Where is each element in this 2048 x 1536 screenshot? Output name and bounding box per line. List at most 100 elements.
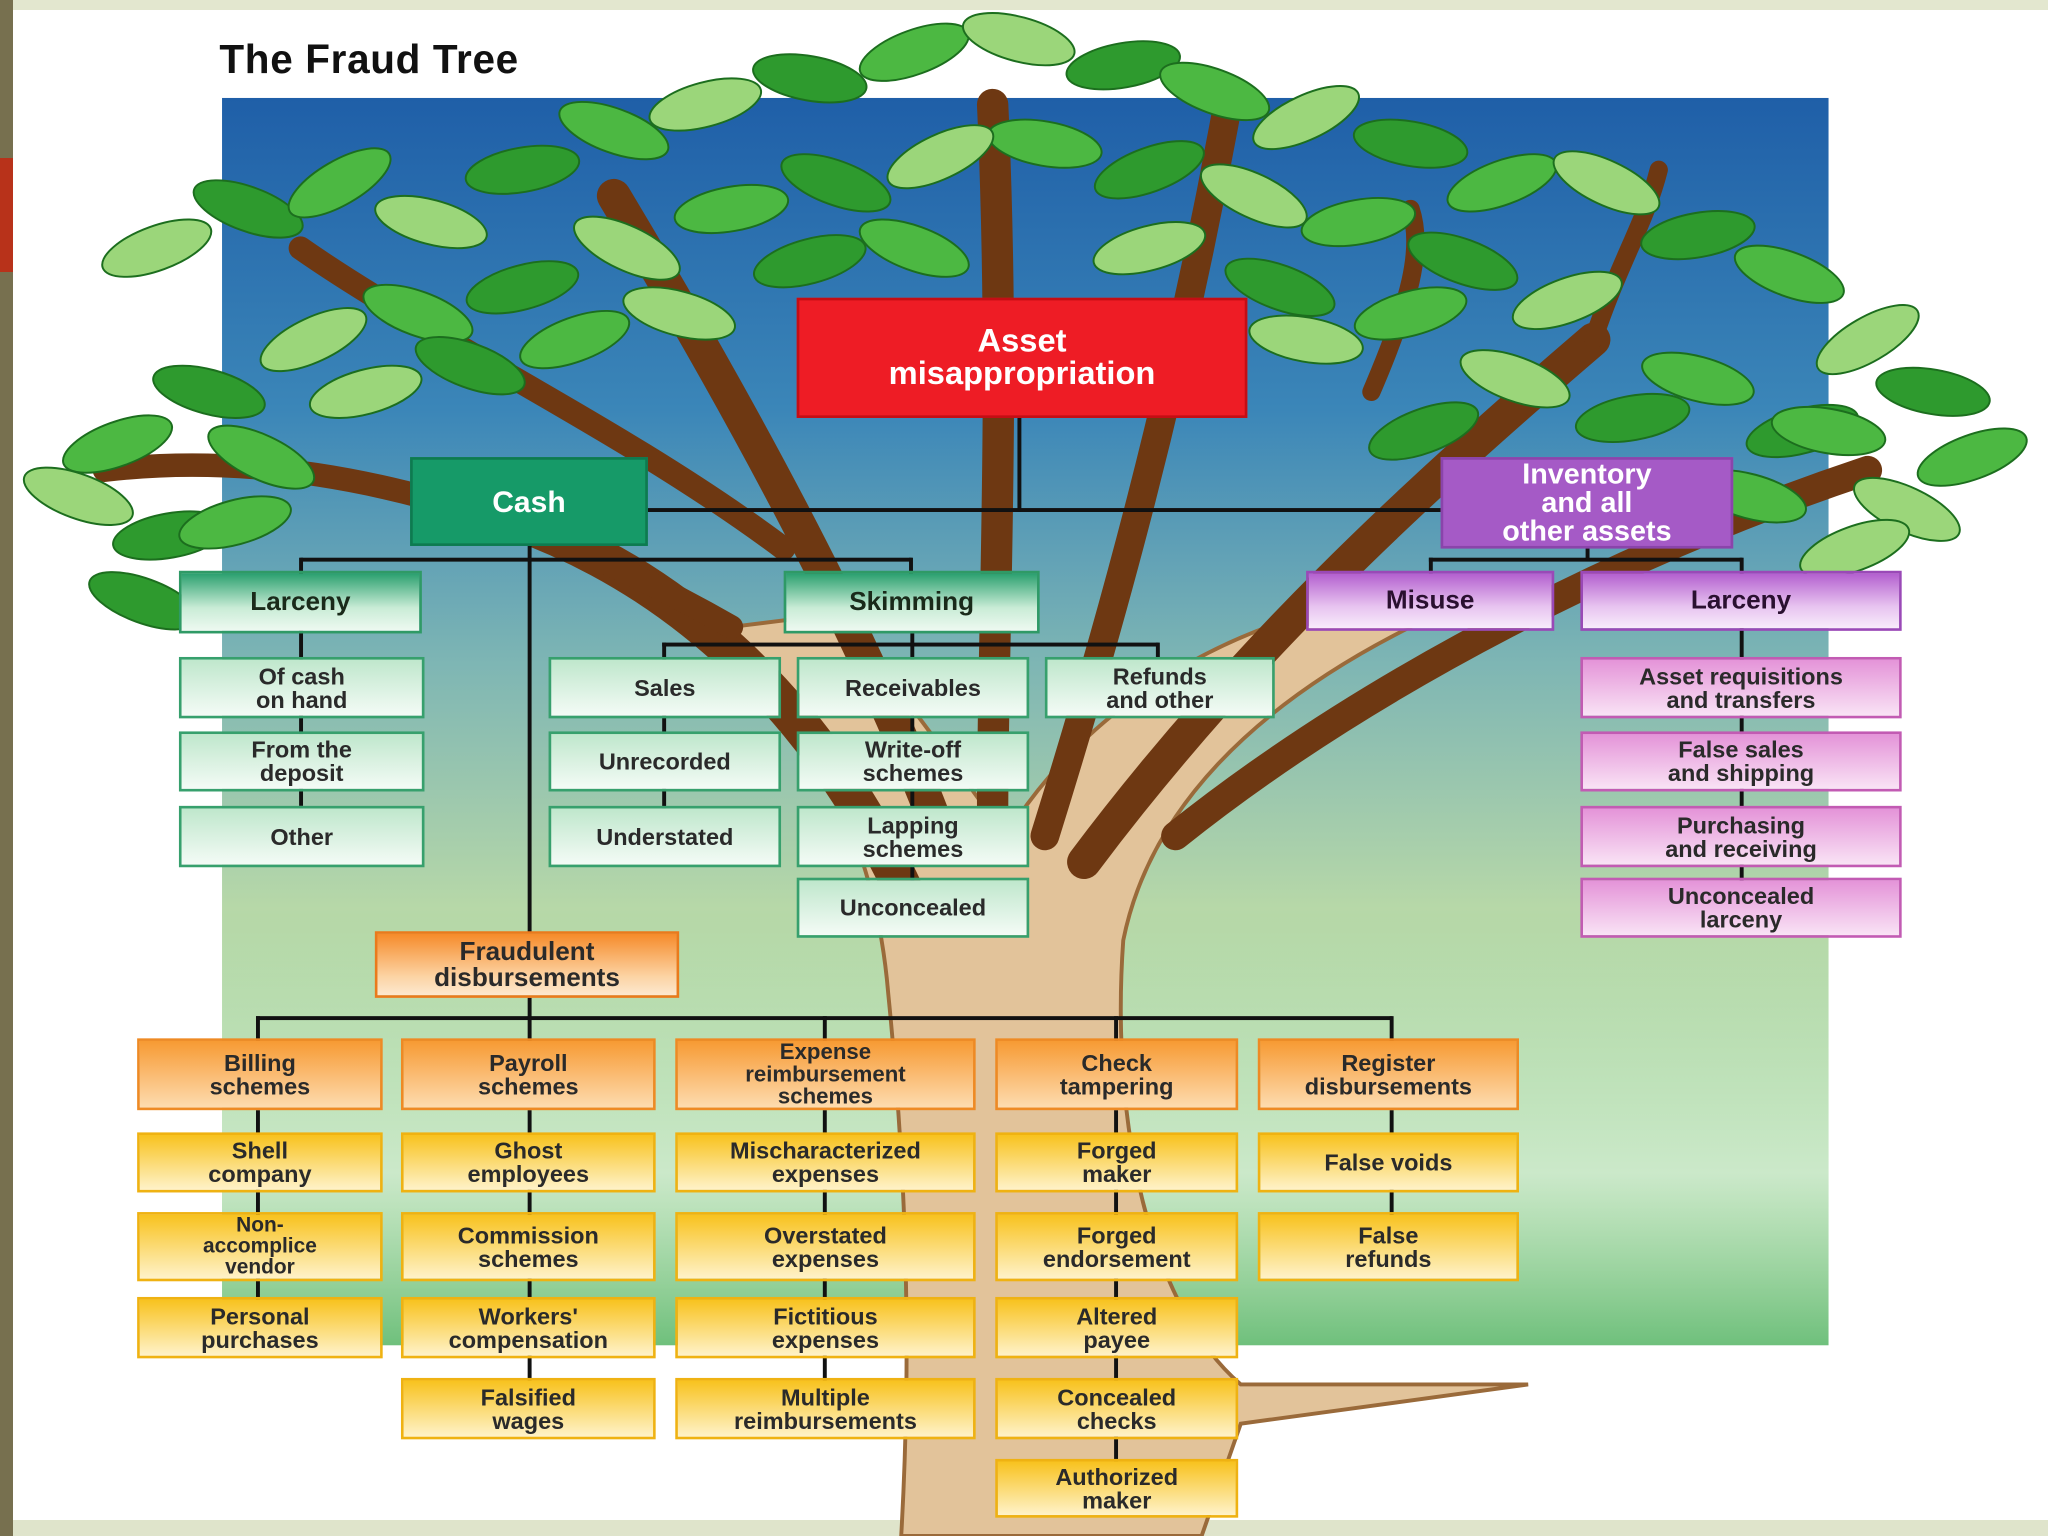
connector-line [255,1110,260,1307]
connector-line [527,997,532,1019]
connector-line [527,545,532,933]
node-disbursement-scheme: Ghost employees [400,1132,656,1193]
connector-line [822,1016,827,1043]
node-disbursement-category: Payroll schemes [400,1038,656,1111]
node-receivables: Receivables [796,656,1030,719]
leaf-icon [1815,304,1920,376]
node-disbursement-scheme: Concealed checks [995,1377,1239,1440]
leaf-icon [1511,270,1623,331]
node-disbursement-category: Expense reimbursement schemes [675,1038,976,1111]
node-disbursement-scheme: Multiple reimbursements [675,1377,976,1440]
leaf-icon [1641,351,1755,406]
leaf-icon [1733,244,1845,304]
connector-line [647,508,1441,512]
node-disbursement-scheme: Non- accomplice vendor [137,1212,383,1282]
connector-line [1739,557,1744,882]
connector-line [1114,1110,1119,1476]
node-disbursement-scheme: Overstated expenses [675,1212,976,1282]
leaf-icon [1352,118,1469,169]
node-disbursement-scheme: Authorized maker [995,1458,1239,1518]
leaf-icon [1640,210,1756,261]
leaf-icon [1065,40,1181,91]
node-cash-larceny: Larceny [178,570,422,634]
leaf-icon [573,215,681,281]
leaf-icon [886,124,995,190]
connector-line [1428,557,1743,562]
connector-line [255,1016,260,1043]
leaf-icon [1552,150,1661,216]
leaf-icon [1916,427,2028,487]
leaf-icon [858,218,970,278]
connector-line [527,1016,532,1043]
connector-line [909,557,913,574]
branch [976,88,1015,826]
leaf-icon [1459,349,1571,409]
connector-line [1428,557,1433,574]
node-disbursement-scheme: False voids [1257,1132,1519,1193]
leaf-icon [673,183,790,234]
leaf-icon [178,495,292,550]
node-disbursement-scheme: Forged maker [995,1132,1239,1193]
leaf-icon [519,309,631,370]
leaf-icon [858,22,970,82]
node-misuse: Misuse [1306,570,1555,631]
leaf-icon [62,414,174,474]
connector-line [1155,642,1160,659]
leaf-icon [259,307,368,373]
leaf-icon [1093,140,1205,200]
leaf-icon [362,283,474,344]
branch [1584,160,1668,349]
connector-line [300,557,912,562]
node-inventory-and-other-assets: Inventory and all other assets [1440,457,1734,549]
leaf-icon [752,53,868,104]
node-inventory-larceny-item: Purchasing and receiving [1580,805,1902,868]
leaf-icon [752,234,867,289]
node-inventory-larceny-item: Asset requisitions and transfers [1580,656,1902,719]
node-receivables-item: Lapping schemes [796,805,1030,868]
leaf-icon [465,260,580,315]
node-sales-item: Unrecorded [548,731,782,792]
leaf-icon [192,179,304,239]
node-inventory-larceny-item: False sales and shipping [1580,731,1902,792]
leaf-icon [648,77,763,132]
leaf-icon [1875,366,1991,417]
node-cash-larceny-item: Of cash on hand [178,656,425,719]
node-cash: Cash [410,457,648,546]
leaf-icon [780,153,892,213]
leaf-icon [622,286,736,341]
node-refunds-and-other: Refunds and other [1044,656,1275,719]
leaf-icon [464,144,581,195]
leaf-icon [1770,405,1887,457]
node-inventory-larceny: Larceny [1580,570,1902,631]
leaf-icon [374,194,488,250]
connector-line [1389,1016,1394,1043]
node-cash-larceny-item: From the deposit [178,731,425,792]
leaf-icon [1252,85,1361,151]
leaf-icon [1199,163,1308,229]
leaf-icon [1224,257,1336,317]
connector-line [1114,1016,1119,1043]
connector-line [662,642,667,813]
node-disbursement-scheme: Personal purchases [137,1296,383,1359]
node-asset-misappropriation: Asset misappropriation [796,297,1248,418]
leaf-icon [1407,231,1519,291]
leaf-icon [287,147,392,219]
leaf-icon [22,466,134,526]
leaf-icon [207,424,316,490]
slide-accent-band [0,158,13,272]
node-disbursement-scheme: Shell company [137,1132,383,1193]
node-fraudulent-disbursements: Fraudulent disbursements [374,931,680,998]
node-disbursement-scheme: Fictitious expenses [675,1296,976,1359]
branch [1362,199,1425,401]
node-disbursement-category: Register disbursements [1257,1038,1519,1111]
connector-line [1017,417,1022,512]
leaf-icon [1248,314,1364,365]
node-disbursement-scheme: Mischaracterized expenses [675,1132,976,1193]
node-disbursement-category: Billing schemes [137,1038,383,1111]
node-receivables-item: Write-off schemes [796,731,1030,792]
node-disbursement-scheme: Altered payee [995,1296,1239,1359]
leaf-icon [152,364,266,419]
leaf-icon [1300,197,1417,248]
branch [288,236,796,561]
diagram-title: The Fraud Tree [219,36,519,83]
